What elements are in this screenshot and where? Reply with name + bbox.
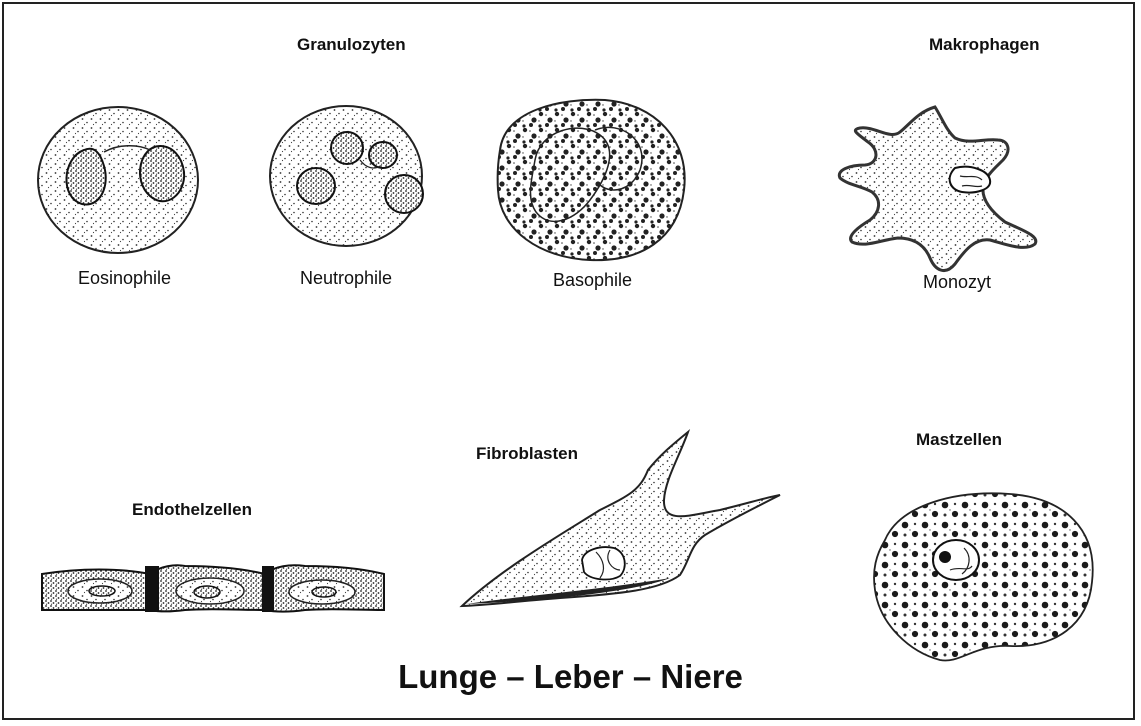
granulozyten-heading: Granulozyten: [297, 35, 406, 55]
fibroblasten-heading: Fibroblasten: [476, 444, 578, 464]
makrophagen-heading: Makrophagen: [929, 35, 1040, 55]
basophile-label: Basophile: [553, 270, 632, 291]
mastzellen-heading: Mastzellen: [916, 430, 1002, 450]
monozyt-label: Monozyt: [923, 272, 991, 293]
eosinophile-cell: [38, 107, 198, 253]
mastzellen-cell: [874, 493, 1093, 660]
endothelzellen-cells: [42, 565, 384, 612]
neutrophile-cell: [270, 106, 423, 246]
organ-footer: Lunge – Leber – Niere: [0, 658, 1141, 696]
endothelzellen-heading: Endothelzellen: [132, 500, 252, 520]
basophile-cell: [498, 100, 685, 260]
monozyt-cell: [839, 107, 1036, 271]
neutrophile-label: Neutrophile: [300, 268, 392, 289]
eosinophile-label: Eosinophile: [78, 268, 171, 289]
